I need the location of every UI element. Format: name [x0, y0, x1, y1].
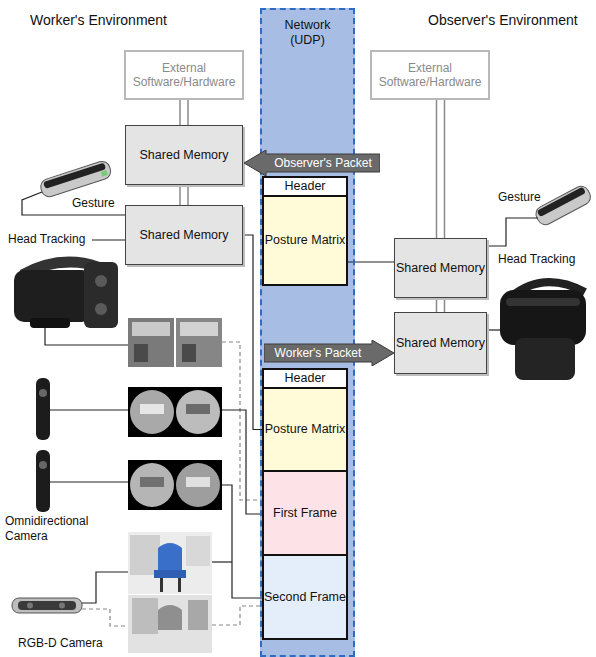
- wire: [45, 328, 128, 345]
- connector: [437, 298, 445, 312]
- label-text: Gesture: [72, 196, 115, 211]
- label-text: Head Tracking: [498, 252, 575, 267]
- device-label: Omnidirectional Camera: [5, 514, 105, 544]
- wire: [487, 218, 538, 246]
- header-box: Header: [262, 368, 348, 389]
- node-text: Shared Memory: [396, 336, 485, 351]
- wire: [50, 481, 128, 482]
- network-band: Network (UDP)HeaderPosture MatrixHeaderP…: [260, 8, 355, 657]
- posture-box: Posture Matrix: [262, 195, 348, 286]
- device-label: Head Tracking: [498, 252, 575, 267]
- label-text: Gesture: [498, 190, 541, 205]
- memory-box: Shared Memory: [394, 238, 487, 298]
- node-text: Posture Matrix: [265, 233, 346, 248]
- vr-headset: [500, 282, 586, 380]
- node-text: Posture Matrix: [265, 422, 346, 437]
- packet-arrow: Worker's Packet: [264, 340, 394, 366]
- label-text: Head Tracking: [8, 232, 85, 247]
- wire: [222, 485, 262, 598]
- label-text: Omnidirectional Camera: [5, 514, 105, 544]
- gesture-sensor: [39, 159, 113, 198]
- connector: [180, 100, 188, 125]
- node-text: External Software/Hardware: [372, 61, 488, 89]
- connector: [180, 185, 188, 205]
- wire: [222, 342, 262, 500]
- color-image: [128, 532, 212, 594]
- vr-headset: [14, 257, 118, 328]
- wire: [222, 410, 262, 514]
- node-text: Network (UDP): [275, 18, 341, 48]
- device-label: Gesture: [72, 196, 115, 211]
- omni-image: [128, 387, 222, 437]
- label-text: RGB-D Camera: [18, 636, 103, 651]
- frame-box: Second Frame: [262, 554, 348, 640]
- depth-image: [128, 595, 212, 653]
- node-text: Header: [285, 179, 326, 194]
- memory-box: Shared Memory: [125, 125, 243, 185]
- label-text: Worker's Environment: [30, 12, 167, 29]
- stereo-image: [128, 318, 222, 367]
- omnidirectional-camera: [36, 378, 50, 512]
- section-heading: Observer's Environment: [428, 12, 578, 29]
- wire: [212, 606, 262, 625]
- gesture-sensor: [533, 183, 593, 227]
- memory-box: Shared Memory: [125, 205, 243, 265]
- node-text: Shared Memory: [140, 228, 229, 243]
- wire: [82, 609, 128, 626]
- device-label: Gesture: [498, 190, 541, 205]
- label-text: Observer's Environment: [428, 12, 578, 29]
- network-band-fill: [260, 8, 355, 657]
- external-box: External Software/Hardware: [124, 50, 244, 100]
- wire: [50, 409, 128, 410]
- rgbd-camera: [12, 598, 82, 613]
- omni-image: [128, 460, 222, 510]
- device-label: Head Tracking: [8, 232, 85, 247]
- arrow-outline: [244, 150, 380, 176]
- wire: [22, 192, 125, 215]
- frame-box: First Frame: [262, 470, 348, 556]
- memory-box: Shared Memory: [394, 312, 487, 374]
- arrow-outline: [264, 340, 394, 366]
- node-text: First Frame: [273, 506, 337, 521]
- external-box: External Software/Hardware: [370, 50, 490, 100]
- node-text: Header: [285, 371, 326, 386]
- node-text: Worker's Packet: [275, 346, 362, 360]
- wire: [212, 561, 232, 562]
- wire: [82, 572, 128, 603]
- posture-box: Posture Matrix: [262, 387, 348, 472]
- node-text: Observer's Packet: [274, 156, 372, 170]
- node-text: External Software/Hardware: [126, 61, 242, 89]
- header-box: Header: [262, 176, 348, 197]
- connector: [437, 100, 445, 238]
- device-label: RGB-D Camera: [18, 636, 103, 651]
- node-text: Second Frame: [264, 590, 346, 605]
- section-heading: Worker's Environment: [30, 12, 167, 29]
- node-text: Shared Memory: [140, 148, 229, 163]
- wire: [487, 329, 500, 330]
- packet-arrow: Observer's Packet: [244, 150, 380, 176]
- wire: [92, 239, 125, 240]
- node-text: Shared Memory: [396, 261, 485, 276]
